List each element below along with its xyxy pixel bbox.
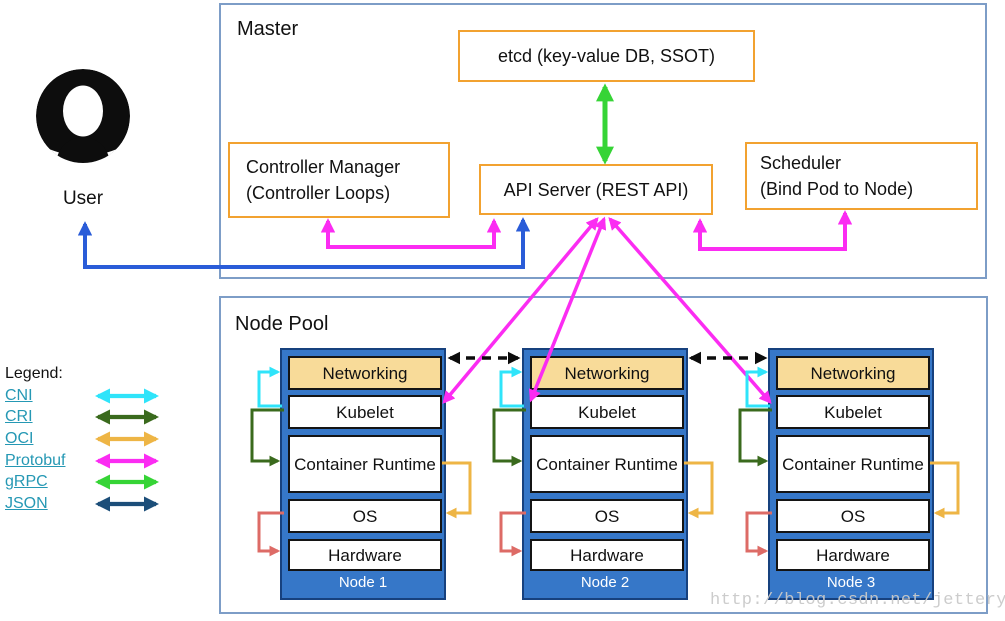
- controller-manager-box: Controller Manager (Controller Loops): [228, 142, 450, 218]
- legend-item-grpc: gRPC: [5, 471, 166, 493]
- layer-label: Container Runtime: [536, 454, 678, 474]
- legend-link-cni[interactable]: CNI: [5, 386, 33, 404]
- legend-arrow-cri: [94, 409, 160, 425]
- layer-label: Container Runtime: [782, 454, 924, 474]
- node-1-layer-networking-box: Networking: [288, 356, 442, 390]
- controller-manager-label-line2: (Controller Loops): [246, 183, 391, 203]
- node-1-label: Node 1: [338, 574, 388, 591]
- node-3-layer-networking-box: Networking: [776, 356, 930, 390]
- legend: Legend: CNI CRI OCI Protobuf gRPC JSON: [5, 362, 166, 515]
- layer-label: OS: [594, 506, 620, 526]
- node-1-layer-container-runtime-box: Container Runtime: [288, 435, 442, 493]
- layer-label: Hardware: [816, 545, 890, 565]
- legend-item-json: JSON: [5, 493, 166, 515]
- legend-link-json[interactable]: JSON: [5, 494, 48, 512]
- legend-arrow-oci: [94, 431, 160, 447]
- etcd-box: etcd (key-value DB, SSOT): [458, 30, 755, 82]
- node-1-layer-os-box: OS: [288, 499, 442, 533]
- node-1-layer-hardware-box: Hardware: [288, 539, 442, 571]
- legend-link-protobuf[interactable]: Protobuf: [5, 451, 66, 469]
- watermark: http://blog.csdn.net/jettery: [710, 591, 1005, 610]
- legend-arrow-grpc: [94, 474, 160, 490]
- layer-label: Kubelet: [824, 402, 882, 422]
- layer-label: OS: [840, 506, 866, 526]
- node-3-layer-os-box: OS: [776, 499, 930, 533]
- legend-link-cri[interactable]: CRI: [5, 408, 33, 426]
- node-2-layer-networking-box: Networking: [530, 356, 684, 390]
- node-3-layer-hardware-box: Hardware: [776, 539, 930, 571]
- node-3-layer-container-runtime-box: Container Runtime: [776, 435, 930, 493]
- legend-title: Legend:: [5, 365, 63, 382]
- layer-label: OS: [352, 506, 378, 526]
- legend-link-grpc[interactable]: gRPC: [5, 473, 48, 491]
- controller-manager-label-line1: Controller Manager: [246, 157, 401, 177]
- legend-item-oci: OCI: [5, 428, 166, 450]
- node-2-layer-os-box: OS: [530, 499, 684, 533]
- node-3-label: Node 3: [826, 574, 876, 591]
- node-2-layer-hardware-box: Hardware: [530, 539, 684, 571]
- layer-label: Kubelet: [578, 402, 636, 422]
- scheduler-label-line1: Scheduler: [760, 153, 842, 173]
- legend-item-cni: CNI: [5, 385, 166, 407]
- node-pool-title: Node Pool: [235, 313, 329, 335]
- legend-arrow-json: [94, 496, 160, 512]
- node-2-layer-container-runtime-box: Container Runtime: [530, 435, 684, 493]
- scheduler-label-line2: (Bind Pod to Node): [760, 179, 914, 199]
- api-server-label: API Server (REST API): [503, 179, 689, 200]
- layer-label: Networking: [564, 363, 650, 383]
- node-3-layer-kubelet-box: Kubelet: [776, 395, 930, 429]
- layer-label: Container Runtime: [294, 454, 436, 474]
- legend-item-cri: CRI: [5, 407, 166, 429]
- layer-label: Kubelet: [336, 402, 394, 422]
- api-server-box: API Server (REST API): [479, 164, 713, 215]
- layer-label: Hardware: [570, 545, 644, 565]
- legend-item-protobuf: Protobuf: [5, 450, 166, 472]
- layer-label: Networking: [322, 363, 408, 383]
- master-title: Master: [237, 18, 299, 40]
- legend-arrow-protobuf: [94, 453, 160, 469]
- user-avatar-icon: [36, 69, 130, 163]
- layer-label: Hardware: [328, 545, 402, 565]
- etcd-label: etcd (key-value DB, SSOT): [497, 46, 716, 66]
- node-1-layer-kubelet-box: Kubelet: [288, 395, 442, 429]
- scheduler-box: Scheduler (Bind Pod to Node): [745, 142, 978, 210]
- node-2-label: Node 2: [580, 574, 630, 591]
- legend-arrow-cni: [94, 388, 160, 404]
- legend-link-oci[interactable]: OCI: [5, 429, 34, 447]
- node-2-layer-kubelet-box: Kubelet: [530, 395, 684, 429]
- layer-label: Networking: [810, 363, 896, 383]
- user-label: User: [62, 188, 104, 209]
